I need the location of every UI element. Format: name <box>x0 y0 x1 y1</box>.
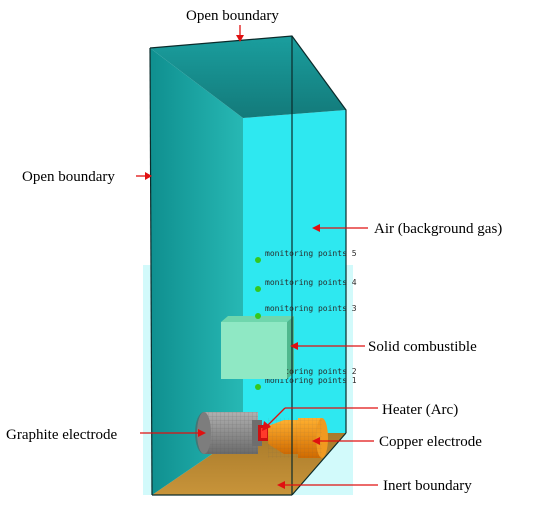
label-arrows <box>136 25 378 489</box>
monitoring-point-3-dot <box>255 313 261 319</box>
monitoring-point-1-label: monitoring points 1 <box>265 376 357 385</box>
label-open-boundary-left: Open boundary <box>22 169 115 185</box>
label-inert-boundary: Inert boundary <box>383 478 472 494</box>
monitoring-points: monitoring points 5 monitoring points 4 … <box>255 249 357 390</box>
monitoring-point-1-dot <box>255 384 261 390</box>
monitoring-point-4-dot <box>255 286 261 292</box>
label-heater: Heater (Arc) <box>382 402 458 418</box>
heater-arc-shape <box>258 425 270 441</box>
label-solid-combustible: Solid combustible <box>368 339 477 355</box>
label-graphite-electrode: Graphite electrode <box>6 427 118 443</box>
label-open-boundary-top: Open boundary <box>186 8 279 24</box>
solid-combustible-front <box>221 322 287 379</box>
monitoring-point-2-label: monitoring points 2 <box>265 367 357 376</box>
top-face <box>150 36 346 118</box>
domain-outline <box>149 35 347 496</box>
monitoring-point-4-label: monitoring points 4 <box>265 278 357 287</box>
monitoring-point-3-label: monitoring points 3 <box>265 304 357 313</box>
graphite-electrode-shape <box>195 412 262 454</box>
monitoring-point-5-dot <box>255 257 261 263</box>
label-air: Air (background gas) <box>374 221 502 237</box>
monitoring-point-5-label: monitoring points 5 <box>265 249 357 258</box>
left-wall <box>150 48 243 495</box>
label-copper-electrode: Copper electrode <box>379 434 482 450</box>
